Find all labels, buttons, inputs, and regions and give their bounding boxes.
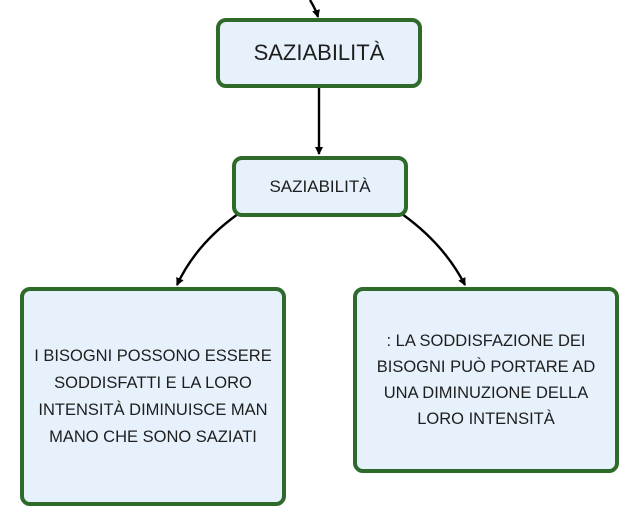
child-node[interactable]: SAZIABILITÀ (232, 156, 408, 217)
right-leaf-text: : LA SODDISFAZIONE DEI BISOGNI PUÒ PORTA… (376, 332, 596, 428)
incoming-connector (308, 0, 320, 18)
left-leaf-text: I BISOGNI POSSONO ESSERE SODDISFATTI E L… (34, 346, 272, 446)
child-to-left-connector (175, 213, 239, 286)
root-node[interactable]: SAZIABILITÀ (216, 18, 422, 88)
root-node-label: SAZIABILITÀ (253, 40, 385, 65)
child-node-label: SAZIABILITÀ (269, 176, 371, 196)
child-to-right-connector (401, 213, 467, 286)
right-leaf-node[interactable]: : LA SODDISFAZIONE DEI BISOGNI PUÒ PORTA… (353, 287, 619, 473)
left-leaf-node[interactable]: I BISOGNI POSSONO ESSERE SODDISFATTI E L… (20, 287, 286, 506)
